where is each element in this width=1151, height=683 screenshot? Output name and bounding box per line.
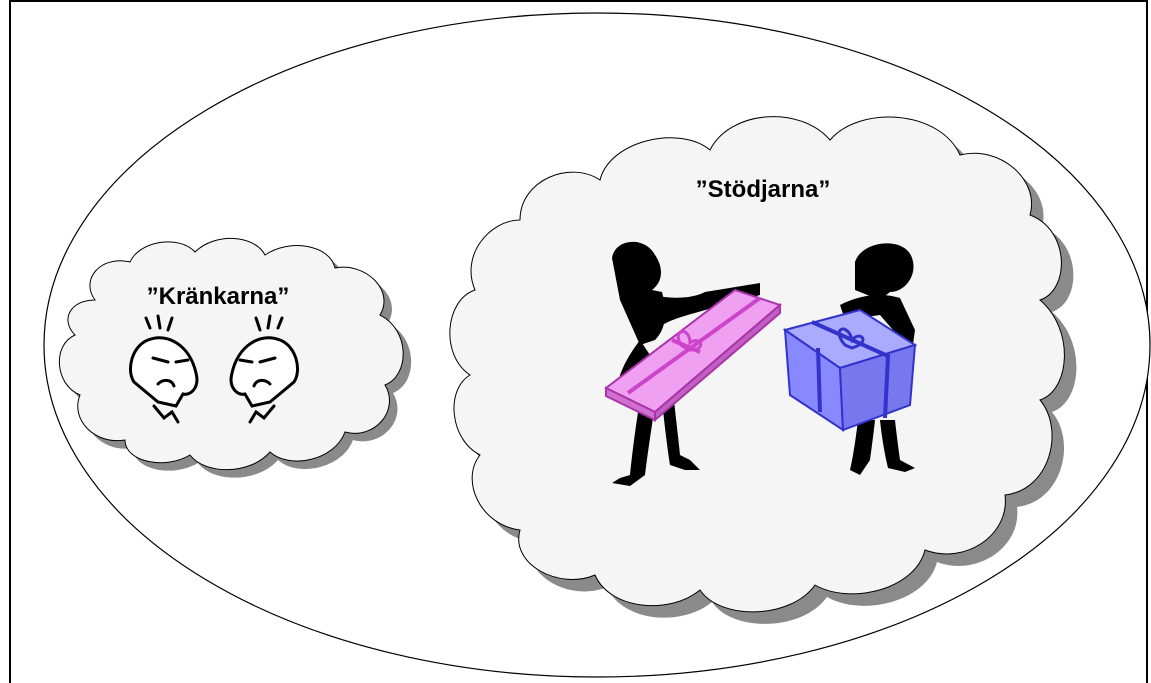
person-holding-gift-icon [782,243,918,475]
angry-face-icon [129,314,199,424]
person-holding-gift-icon [604,241,782,486]
angry-face-icon [229,314,299,424]
group-label-kränkarna: ”Kränkarna” [147,283,290,310]
group-label-stödjarna: ”Stödjarna” [696,176,831,203]
